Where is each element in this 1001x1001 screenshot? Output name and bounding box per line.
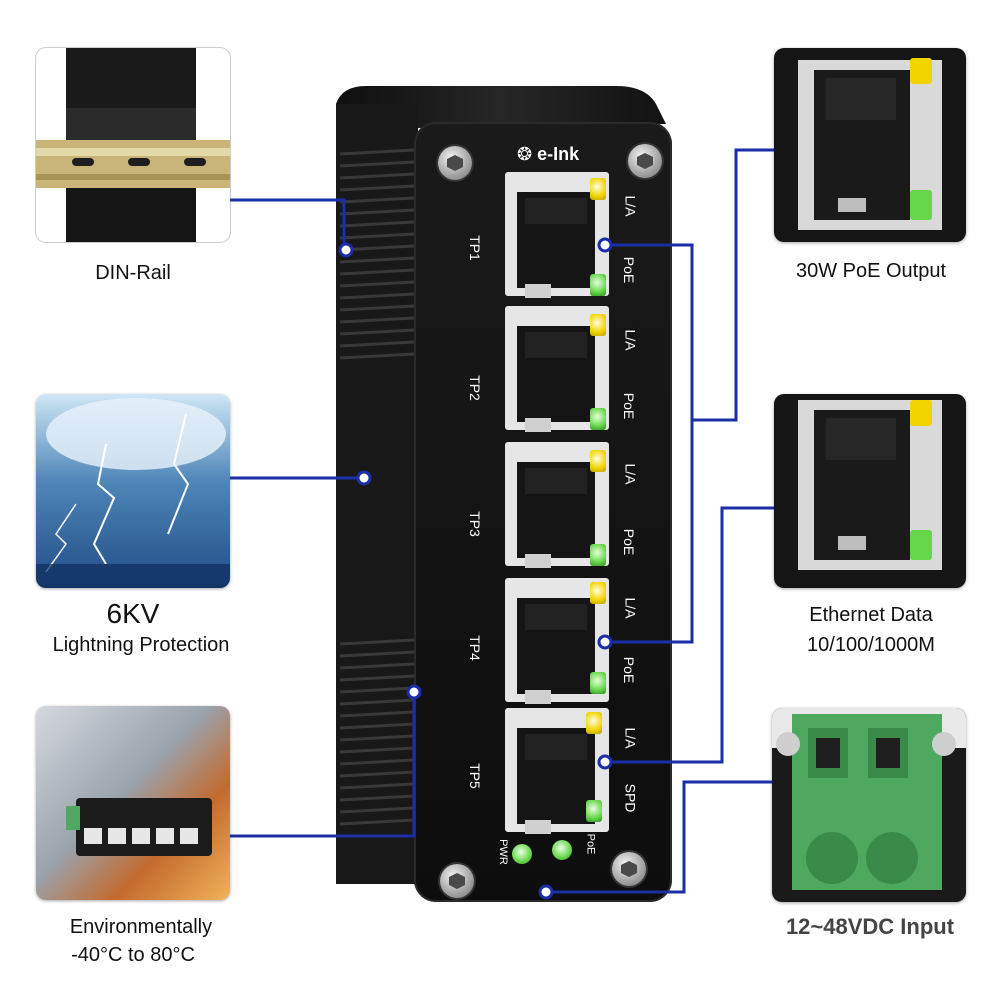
- poe-led-tp3: [590, 544, 606, 566]
- lightning-kv-caption: 6KV: [106, 598, 160, 629]
- poe-output-connector: [605, 148, 774, 422]
- rj45-closeup-icon: [798, 400, 942, 570]
- port-latch: [525, 820, 551, 834]
- jack-opening: [517, 598, 595, 694]
- link-led-tp2: [590, 314, 606, 336]
- jack-opening: [517, 462, 595, 558]
- pwr-led: [512, 844, 532, 864]
- port-latch: [525, 284, 551, 298]
- din-rail-photo: [36, 48, 230, 242]
- ethernet-caption-2: 10/100/1000M: [807, 634, 935, 656]
- screw-icon: [440, 864, 474, 898]
- din-rail-icon: [36, 48, 230, 242]
- link-led-tp3: [590, 450, 606, 472]
- poe-output-connector-dot-2: [597, 634, 613, 650]
- brand-logo: ❂ e-Ink: [517, 144, 579, 165]
- port-latch: [525, 418, 551, 432]
- poe-port-closeup-photo: [774, 48, 966, 242]
- din-rail-connector: [230, 198, 346, 250]
- rj45-closeup-icon: [798, 58, 942, 230]
- spd-led-tp5: [586, 800, 602, 822]
- environment-connector-dot: [406, 684, 422, 700]
- ethernet-connector: [605, 506, 774, 764]
- link-led-tp1: [590, 178, 606, 200]
- environment-connector: [230, 692, 416, 838]
- port-latch: [525, 690, 551, 704]
- power-input-caption: 12~48VDC Input: [785, 914, 955, 939]
- poe-led-tp2: [590, 408, 606, 430]
- poe-status-led: [552, 840, 572, 860]
- power-connector-dot: [538, 884, 554, 900]
- link-led-tp5: [586, 712, 602, 734]
- poe-switch-housing: [316, 84, 668, 902]
- power-connector: [546, 780, 772, 894]
- rj45-port-tp3[interactable]: [505, 442, 609, 568]
- ethernet-caption-1: Ethernet Data: [809, 604, 933, 626]
- link-led-tp4: [590, 582, 606, 604]
- lightning-connector-dot: [356, 470, 372, 486]
- terminal-block-photo: [772, 708, 966, 902]
- rj45-port-tp5[interactable]: [505, 708, 609, 834]
- ethernet-port-closeup-photo: [774, 394, 966, 588]
- lightning-photo: [36, 394, 230, 588]
- mini-switch-icon: [66, 798, 212, 856]
- poe-led-tp1: [590, 274, 606, 296]
- din-rail-caption: DIN-Rail: [95, 262, 171, 284]
- jack-opening: [517, 192, 595, 288]
- jack-opening: [517, 728, 595, 824]
- lightning-protection-caption: Lightning Protection: [52, 634, 230, 656]
- terminal-block-icon: [772, 708, 966, 890]
- screw-icon: [612, 852, 646, 886]
- environment-caption-1: Environmentally: [69, 916, 213, 938]
- brand-name: e-Ink: [537, 144, 580, 164]
- environment-photo: [36, 706, 230, 900]
- jack-opening: [517, 326, 595, 422]
- screw-icon: [438, 146, 472, 180]
- din-rail-connector-dot: [338, 242, 354, 258]
- poe-output-connector-dot: [597, 237, 613, 253]
- logo-swirl-icon: ❂: [517, 144, 533, 164]
- lightning-bolt-icon: [36, 398, 230, 588]
- ethernet-connector-dot: [597, 754, 613, 770]
- environment-caption-2: -40°C to 80°C: [71, 944, 195, 966]
- screw-icon: [628, 144, 662, 178]
- poe-output-caption: 30W PoE Output: [795, 260, 947, 282]
- poe-led-tp4: [590, 672, 606, 694]
- poe-output-connector-branch: [605, 420, 694, 644]
- housing-fins: [336, 86, 666, 884]
- port-latch: [525, 554, 551, 568]
